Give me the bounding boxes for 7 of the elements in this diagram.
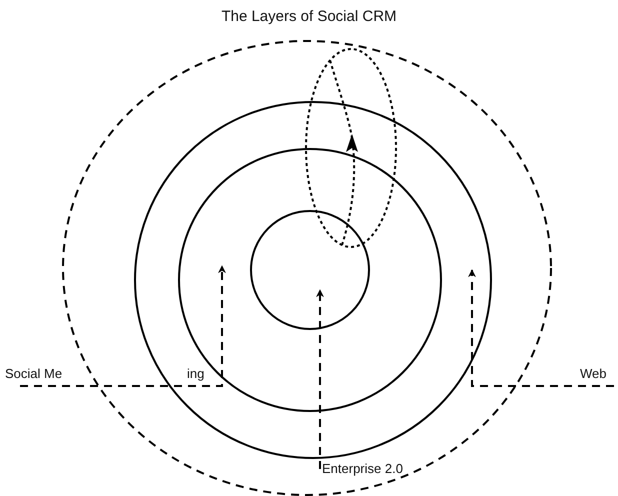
layer-label: Social Me: [5, 366, 62, 382]
layer-label: Web: [580, 366, 606, 382]
leader-arrow: [20, 265, 226, 387]
leader-arrow: [468, 269, 614, 387]
layer-label: Enterprise 2.0: [322, 461, 403, 477]
diagram-title: The Layers of Social CRM: [220, 8, 398, 25]
layer-label: ing: [187, 366, 204, 382]
